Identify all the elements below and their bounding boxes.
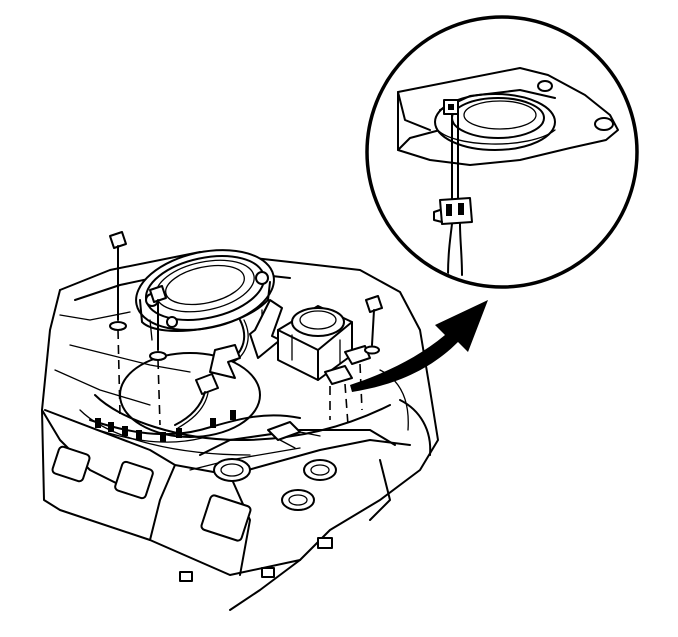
panel-tab [317, 537, 333, 549]
panel-tab [179, 571, 193, 582]
callout-arrow [350, 300, 488, 392]
panel-tab [261, 567, 275, 578]
rear-shelf-panel [41, 251, 439, 611]
screw [149, 285, 167, 361]
access-hole [303, 459, 337, 481]
connector-detail-callout [365, 15, 639, 289]
screw [364, 295, 383, 355]
tweeter [277, 305, 371, 385]
mounting-screws [109, 231, 383, 426]
access-hole [213, 458, 251, 482]
access-hole [281, 489, 315, 511]
speaker-opening [119, 352, 261, 438]
harness-clips [95, 410, 236, 442]
wire-connector [433, 197, 473, 225]
speaker-lead-wire [174, 319, 249, 429]
installation-arrows [209, 299, 283, 379]
access-hole [114, 460, 154, 500]
access-hole [51, 445, 91, 483]
harness-connector [267, 421, 301, 441]
oval-speaker [135, 249, 275, 341]
access-hole [200, 494, 252, 542]
screw [109, 231, 127, 331]
